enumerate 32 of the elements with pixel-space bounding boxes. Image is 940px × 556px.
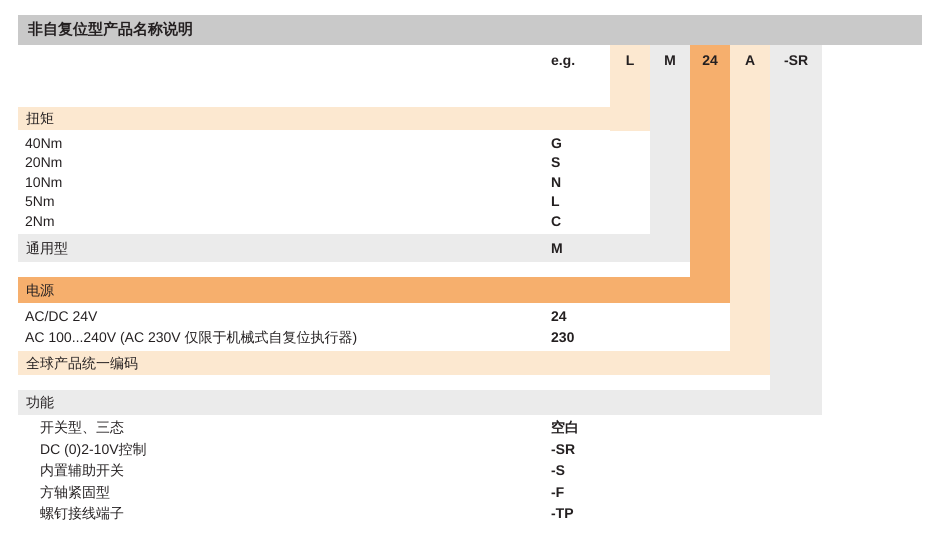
code-value: -F xyxy=(551,483,564,501)
option-text: 5Nm xyxy=(25,192,55,210)
code-value: 230 xyxy=(551,328,574,346)
title-bar: 非自复位型产品名称说明 xyxy=(18,15,922,45)
code-value: 空白 xyxy=(551,418,579,436)
code-value: e.g. xyxy=(551,51,576,69)
code-letter: M xyxy=(663,51,677,69)
code-value: M xyxy=(551,239,563,257)
code-value: -S xyxy=(551,461,565,479)
code-value: 24 xyxy=(551,307,567,325)
code-value: L xyxy=(551,192,560,210)
code-value: C xyxy=(551,212,562,230)
option-text: AC/DC 24V xyxy=(25,307,98,325)
option-text: 开关型、三态 xyxy=(40,418,124,436)
code-value: S xyxy=(551,153,560,171)
option-text: 2Nm xyxy=(25,212,55,230)
option-text: DC (0)2-10V控制 xyxy=(40,440,147,458)
code-value: -TP xyxy=(551,504,574,522)
code-letter: -SR xyxy=(782,51,810,69)
option-text: 10Nm xyxy=(25,173,62,191)
option-text: 内置辅助开关 xyxy=(40,461,124,479)
code-value: -SR xyxy=(551,440,576,458)
code-value: G xyxy=(551,134,562,152)
code-value: N xyxy=(551,173,562,191)
code-letter: 24 xyxy=(701,51,719,69)
code-letter: L xyxy=(624,51,636,69)
option-text: 40Nm xyxy=(25,134,62,152)
option-text: 20Nm xyxy=(25,153,62,171)
option-text: 螺钉接线端子 xyxy=(40,504,124,522)
option-text: AC 100...240V (AC 230V 仅限于机械式自复位执行器) xyxy=(25,328,358,346)
option-text: 方轴紧固型 xyxy=(40,483,110,501)
code-letter: A xyxy=(744,51,756,69)
